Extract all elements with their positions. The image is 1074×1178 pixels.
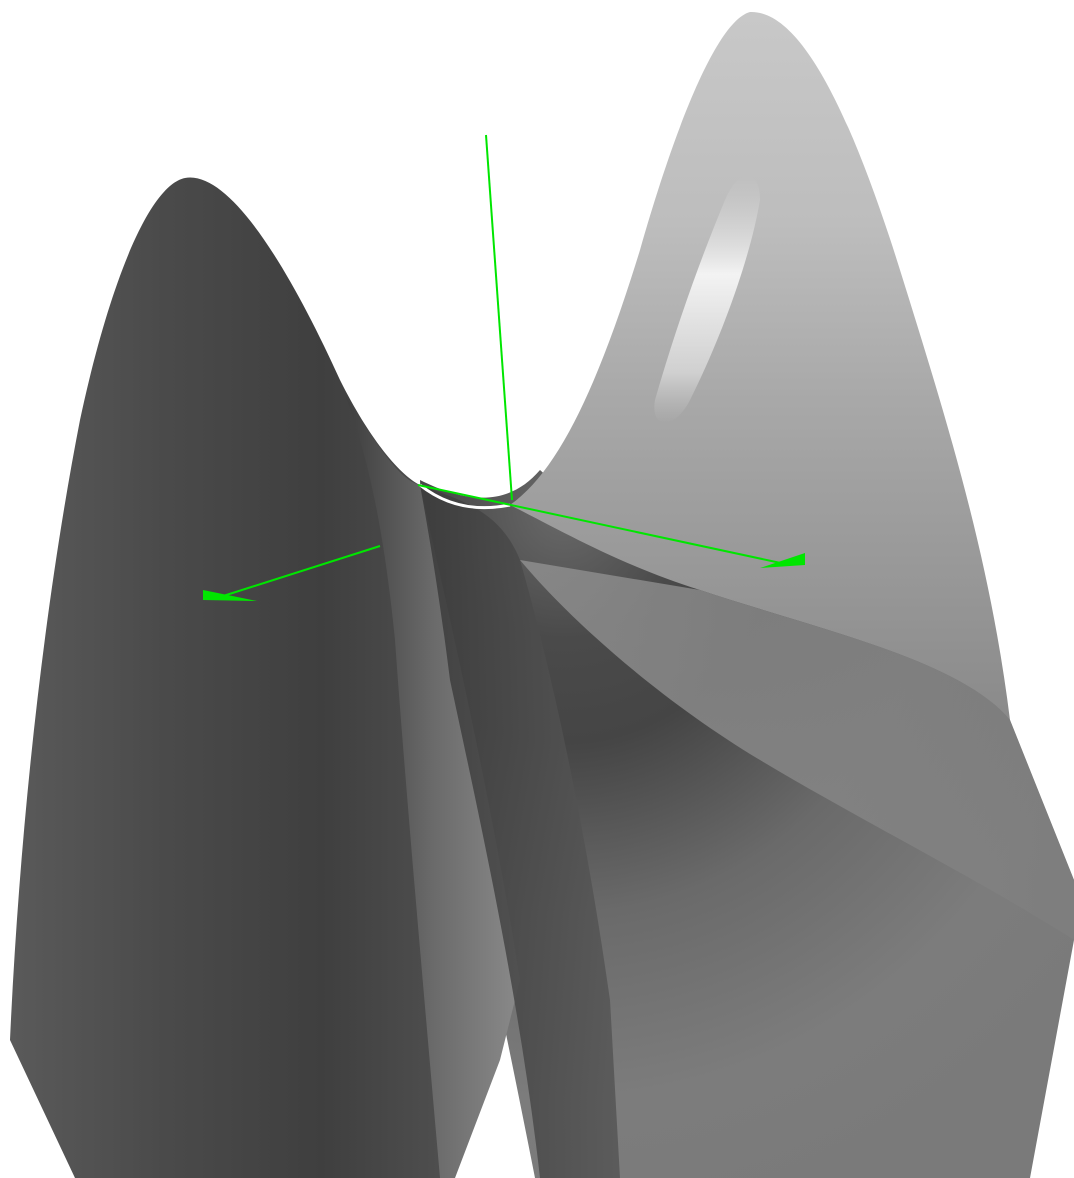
surface-right-peak xyxy=(510,11,1010,721)
axes-group xyxy=(203,134,805,601)
surface-dark-band xyxy=(420,485,620,1178)
saddle-rim xyxy=(419,483,511,510)
left-axis-arrowhead-icon xyxy=(203,590,257,601)
surface-highlight xyxy=(654,175,760,423)
right-axis xyxy=(417,484,791,566)
surface-right-flank xyxy=(520,560,1074,940)
right-axis-arrowhead-icon xyxy=(760,553,805,568)
vertical-axis xyxy=(485,134,513,501)
left-axis xyxy=(219,545,381,598)
surface-central-strip xyxy=(345,395,520,1178)
surface-left-wing xyxy=(10,177,455,1178)
